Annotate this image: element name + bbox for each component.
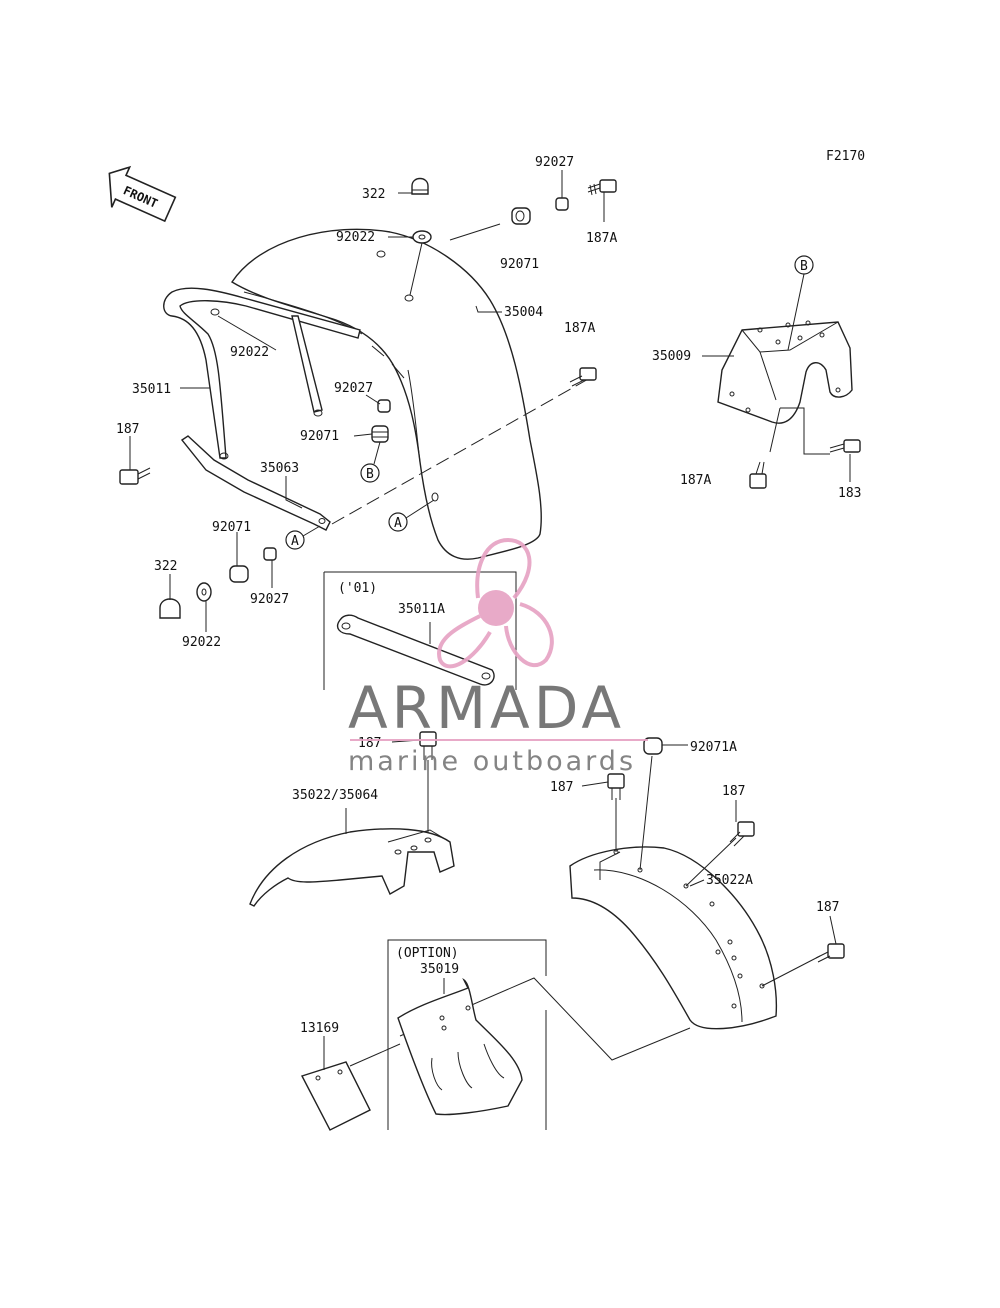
group-label-option: (OPTION) [396,946,459,961]
part-label: 35009 [652,349,691,364]
part-label: 187A [680,473,711,488]
part-label: 35019 [420,962,459,977]
bolt-187-left [119,467,151,485]
rear-fender-35004 [231,228,542,560]
part-label: 183 [838,486,861,501]
propeller-logo-icon [437,537,554,669]
watermark: ARMADA marine outboards [348,537,648,777]
bolt-187-right2 [729,821,755,847]
label-leaders [129,170,851,1070]
grommet-92071-mid [371,425,389,443]
svg-text:B: B [800,259,808,274]
part-label: 187A [564,321,595,336]
mounting-line [331,377,591,525]
part-label: 92022 [336,230,375,245]
part-label: 187A [586,231,617,246]
svg-text:B: B [366,467,374,482]
collar-92027-top [555,197,569,211]
plate-13169 [300,1061,371,1131]
option-frame [387,939,547,1130]
bolt-183 [829,439,861,453]
part-labels: 322 92027 187A 92022 92071 35004 187A 92… [116,155,861,1036]
part-label: 35011A [398,602,445,617]
part-label: 13169 [300,1021,339,1036]
part-label: 35063 [260,461,299,476]
bolt-187-right3 [815,943,845,963]
part-label: 35004 [504,305,543,320]
cap-nut-322-top [411,177,429,195]
flap-mount-line [349,1043,401,1067]
part-label: 92027 [250,592,289,607]
bolt-187-right1 [607,773,625,800]
bolt-187A-right [749,461,767,489]
watermark-tagline: marine outboards [348,746,636,777]
front-arrow-icon: FRONT [108,165,177,223]
part-label: 322 [154,559,177,574]
part-label: 92071 [500,257,539,272]
group-label-01: ('01) [338,581,377,596]
grommet-92071-top [511,207,531,225]
leader-92071A [639,755,653,871]
part-label: 92027 [334,381,373,396]
bolt-187A-top [587,179,617,196]
leader-187-right2 [685,837,737,887]
ref-marker-a-left: A [285,525,321,550]
bracket-35063 [180,435,331,531]
bolt-187A-mid [569,367,597,387]
figure-code: F2170 [826,149,865,164]
svg-text:A: A [291,534,299,549]
part-label: 92027 [535,155,574,170]
grommet-92071-low [229,565,249,583]
cap-nut-322-low [159,598,181,619]
part-label: 92022 [182,635,221,650]
leader-92071-top [449,223,501,241]
part-label: 35022/35064 [292,788,378,803]
leader-187-right3 [761,955,821,987]
part-label: 187 [550,780,573,795]
collar-92027-low [263,547,277,561]
part-label: 92022 [230,345,269,360]
ref-marker-a-right: A [388,499,435,532]
part-label: 92071A [690,740,737,755]
part-label: 92071 [300,429,339,444]
washer-92022-low [196,582,212,602]
watermark-brand: ARMADA [348,674,625,742]
part-label: 322 [362,187,385,202]
front-fender-35022-35064 [249,828,455,907]
collar-92027-mid [377,399,391,413]
leader-35009-hw [769,407,830,455]
part-label: 187 [816,900,839,915]
ref-marker-b-mid: B [360,441,381,483]
svg-text:A: A [394,516,402,531]
rear-fender-35022A [569,846,778,1030]
part-label: 187 [116,422,139,437]
grab-rail-35011 [163,287,361,460]
grommet-92071A [643,737,663,755]
ref-marker-b-top: B [787,255,814,351]
part-label: 92071 [212,520,251,535]
part-label: 187 [722,784,745,799]
part-label: 35011 [132,382,171,397]
part-label: 35022A [706,873,753,888]
bracket-35009 [717,320,853,424]
mud-flap-35019 [397,977,523,1116]
washer-92022-top [412,230,432,244]
